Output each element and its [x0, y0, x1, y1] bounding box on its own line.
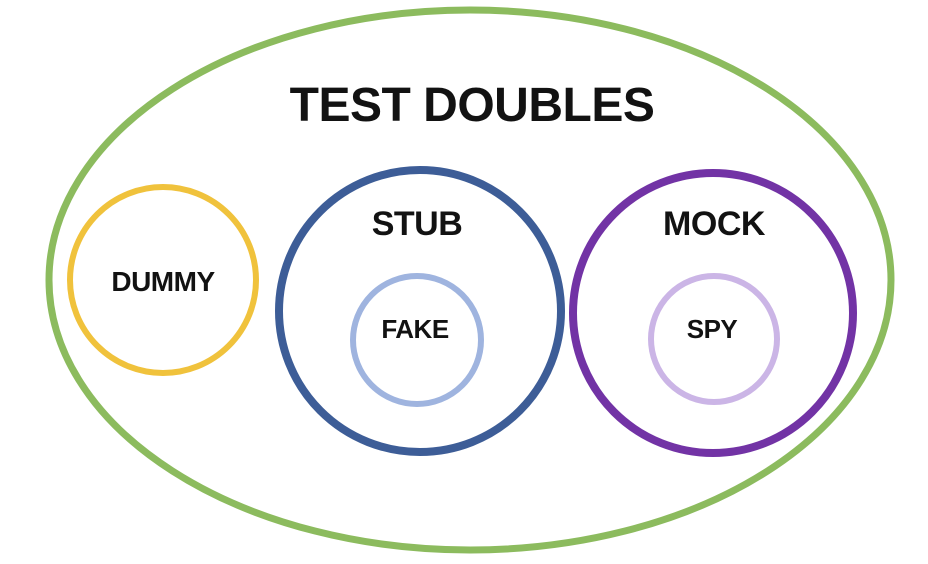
diagram-title: TEST DOUBLES	[290, 79, 655, 132]
dummy-label: DUMMY	[111, 266, 215, 297]
test-doubles-outer-ellipse	[45, 6, 895, 554]
mock-label: MOCK	[663, 205, 766, 243]
mock-circle	[569, 169, 857, 457]
spy-circle	[648, 273, 780, 405]
fake-label: FAKE	[381, 314, 449, 344]
stub-label: STUB	[372, 205, 463, 243]
spy-label: SPY	[687, 314, 738, 344]
fake-circle	[350, 273, 484, 407]
dummy-circle	[67, 184, 259, 376]
stub-circle	[275, 166, 565, 456]
